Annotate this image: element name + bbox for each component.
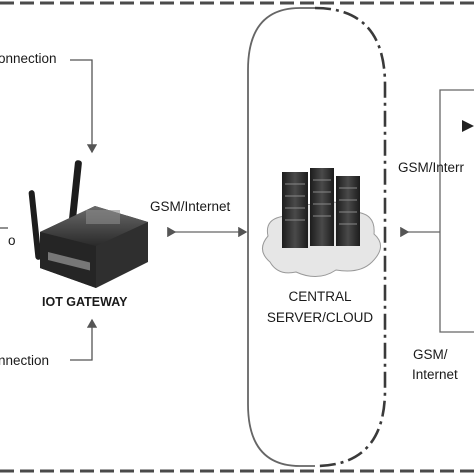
central-server-label-line2: SERVER/CLOUD	[266, 310, 374, 325]
gsm-right-bottom-label-line2: Internet	[412, 367, 458, 382]
gateway-antenna-left	[28, 190, 42, 260]
gateway-top-face	[40, 206, 148, 246]
server-rack-left	[282, 172, 308, 248]
connection-line-bottom	[70, 318, 98, 361]
right-vertical-link	[439, 89, 474, 333]
gateway-port-strip	[48, 252, 90, 271]
cloud-container-solid-border	[247, 7, 315, 467]
right-partial-icon	[462, 120, 474, 132]
iot-gateway-label: IOT GATEWAY	[42, 295, 128, 309]
connection-label-bottom: nnection	[0, 353, 50, 368]
iot-gateway-device	[28, 160, 148, 288]
central-server-cloud	[262, 168, 381, 277]
gsm-internet-right-top-label: GSM/Interr	[398, 160, 465, 175]
gsm-internet-left-label: GSM/Internet	[150, 199, 231, 214]
left-partial-label: o	[8, 233, 16, 248]
cloud-container-dashdot-border	[314, 6, 387, 468]
gateway-panel	[86, 210, 120, 224]
central-server-label-line1: CENTRAL	[288, 289, 352, 304]
gsm-right-bottom-label-line1: GSM/	[413, 347, 448, 362]
connection-label-top: onnection	[0, 51, 57, 66]
server-rack-middle	[310, 168, 334, 246]
server-rack-right	[336, 176, 360, 246]
connection-line-top	[70, 59, 98, 154]
gateway-antenna-right	[67, 160, 82, 236]
